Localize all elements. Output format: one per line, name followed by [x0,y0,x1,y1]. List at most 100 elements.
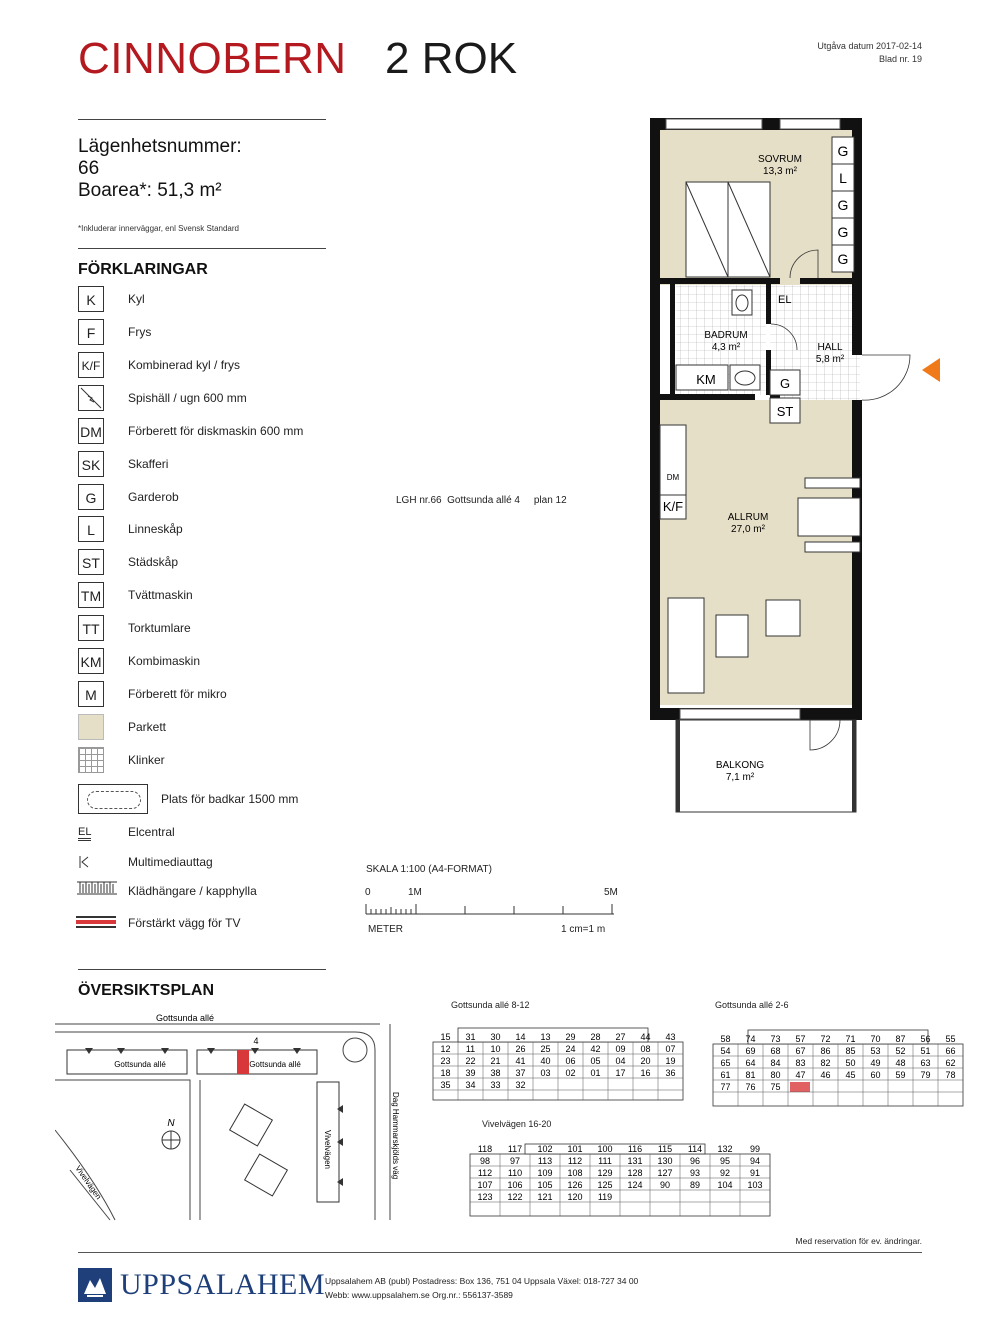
apartment-number-label: 98 [480,1156,490,1166]
scale-title: SKALA 1:100 (A4-FORMAT) [366,864,492,875]
tv-wall-icon [76,916,116,928]
apartment-number-label: 94 [750,1156,760,1166]
legend-symbol: K/F [78,352,104,378]
bathtub-label: Plats för badkar 1500 mm [161,792,299,806]
room-balkong-area: 7,1 m² [726,772,755,783]
apartment-number-label: 49 [870,1058,880,1068]
apartment-number-label: 29 [565,1032,575,1042]
legend-label: Kombinerad kyl / frys [128,358,241,372]
scale-zero: 0 [365,887,371,898]
kitchen-kf: K/F [663,499,683,514]
legend-symbol: DM [78,418,104,444]
legend-label: Städskåp [128,555,179,569]
apartment-number-label: 92 [720,1168,730,1178]
legend-symbol: K [78,286,104,312]
apartment-number-label: 54 [720,1046,730,1056]
apartment-number-label: 61 [720,1070,730,1080]
apartment-number-label: 111 [598,1156,612,1166]
building-label: Gottsunda allé [114,1060,166,1069]
apartment-number-label: 97 [510,1156,520,1166]
street-gottsunda: Gottsunda allé [156,1013,214,1023]
apartment-number-label: 02 [565,1068,575,1078]
apartment-number-label: 46 [820,1070,830,1080]
apartment-number-label: 83 [795,1058,805,1068]
scale-unit: METER [368,924,403,935]
apartment-number-label: 107 [477,1180,492,1190]
apartment-number-label: 47 [795,1070,805,1080]
apartment-number-label: 32 [515,1080,525,1090]
site-plan-map: N Gottsunda allé Gottsunda allé Gottsund… [55,1013,400,1221]
apartment-number-label: 112 [568,1156,582,1166]
apartment-number-label: 100 [597,1144,612,1154]
legend-label: Kyl [128,292,145,306]
legend-symbol: M [78,681,104,707]
kitchen-dm: DM [667,473,680,482]
elcentral-icon: EL [78,826,92,841]
legend-item: M Förberett för mikro [78,681,338,711]
apartment-number: 66 [78,158,100,179]
apartment-number-label: 75 [770,1082,780,1092]
divider [78,969,326,970]
legend-label: Förberett för mikro [128,687,227,701]
legend-item: K/F Kombinerad kyl / frys [78,352,338,382]
room-balkong: BALKONG [716,760,765,771]
apartment-number-label: 108 [567,1168,582,1178]
closet-g: G [838,143,849,159]
apartment-number-label: 28 [590,1032,600,1042]
apartment-number-label: 73 [770,1034,780,1044]
apartment-number-label: 19 [665,1056,675,1066]
legend-label: Kombimaskin [128,654,201,668]
apartment-number-label: 41 [515,1056,525,1066]
legend-symbol: ST [78,549,104,575]
apartment-number-label: 82 [820,1058,830,1068]
apartment-number-label: 35 [440,1080,450,1090]
apartment-number-label: 95 [720,1156,730,1166]
apartment-number-label: 104 [717,1180,732,1190]
company-info-line: Webb: www.uppsalahem.se Org.nr.: 556137-… [325,1290,513,1300]
building-label: Gottsunda allé [249,1060,301,1069]
apartment-number-label: 74 [745,1034,755,1044]
apartment-number-label: 66 [945,1046,955,1056]
scale-one: 1M [408,887,422,898]
apartment-number-label: 09 [615,1044,625,1054]
apartment-number-label: 44 [640,1032,650,1042]
legend-symbol: SK [78,451,104,477]
apartment-number-label: 39 [465,1068,475,1078]
overview-heading: ÖVERSIKTSPLAN [78,982,215,999]
building-name: CINNOBERN [78,34,347,83]
floor-plan: G L G G G KM EL G ST K/F DM SOVRUM 13,3 … [650,118,940,813]
apartment-number-label: 25 [540,1044,550,1054]
elcentral-label: Elcentral [128,825,175,839]
plan-location: LGH nr.66 Gottsunda allé 4 plan 12 [396,495,567,506]
issue-date: Utgåva datum 2017-02-14 [817,41,922,51]
divider [78,119,326,120]
apartment-number-label: 123 [477,1192,492,1202]
block-a-title: Gottsunda allé 8-12 [451,1000,530,1010]
apartment-number-label: 11 [466,1044,475,1054]
apartment-number-label: 38 [490,1068,500,1078]
hall-closet-g: G [780,376,790,391]
legend-symbol: G [78,484,104,510]
legend-label: Frys [128,325,152,339]
apartment-number-label: 15 [440,1032,450,1042]
legend-label: Spishäll / ugn 600 mm [128,391,247,405]
apartment-number-label: 113 [538,1156,552,1166]
apartment-number-label: 99 [750,1144,760,1154]
apartment-number-label: 130 [657,1156,672,1166]
apartment-number-label: 103 [747,1180,762,1190]
room-hall-area: 5,8 m² [816,354,845,365]
footer-divider [78,1252,922,1253]
apartment-number-label: 65 [720,1058,730,1068]
street-vivel-left: Vivelvägen [73,1164,103,1201]
apartment-number-label: 53 [870,1046,880,1056]
apartment-number-label: 03 [540,1068,550,1078]
apartment-number-label: 89 [690,1180,700,1190]
legend-item: TT Torktumlare [78,615,338,645]
closet-g: G [838,251,849,267]
apartment-info: Lägenhetsnummer: 66 Boarea*: 51,3 m² [78,136,242,202]
sheet-number: Blad nr. 19 [878,54,922,64]
apartment-number-label: Lägenhetsnummer: [78,136,242,157]
